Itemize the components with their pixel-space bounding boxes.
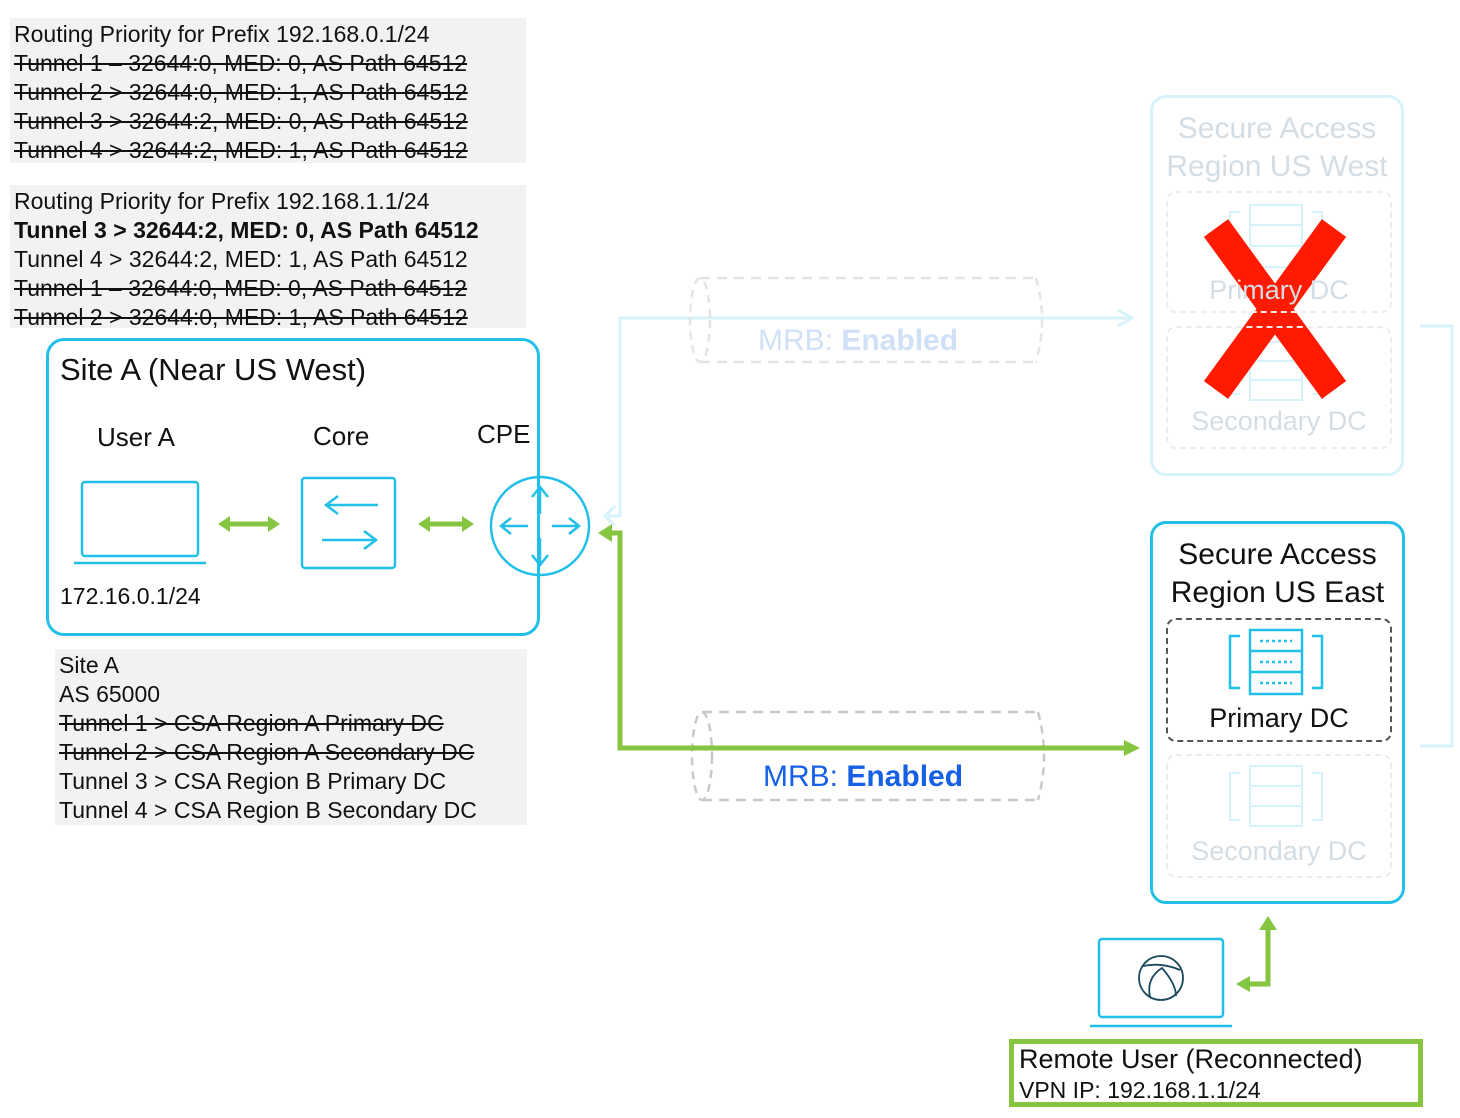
link-core-cpe <box>418 516 474 532</box>
cpe-label: CPE <box>477 419 531 449</box>
site-name: Site A <box>59 652 120 678</box>
routing-priority-title: Routing Priority for Prefix 192.168.0.1/… <box>14 21 430 47</box>
dc-west-primary: Primary DC <box>1166 191 1392 313</box>
mrb-label-west: MRB: Enabled <box>758 324 958 358</box>
globe-icon <box>1138 955 1184 1001</box>
region-title-line1: Secure Access <box>1178 538 1377 571</box>
routing-entry: Tunnel 4 > 32644:2, MED: 1, AS Path 6451… <box>14 246 468 272</box>
dc-east-secondary: Secondary DC <box>1166 754 1392 878</box>
region-title-line1: Secure Access <box>1177 112 1377 145</box>
dc-east-primary: Primary DC <box>1166 618 1392 742</box>
tunnel-entry: Tunnel 2 > CSA Region A Secondary DC <box>59 739 475 765</box>
remote-user-box: Remote User (Reconnected) VPN IP: 192.16… <box>1009 1039 1423 1107</box>
region-title-line2: Region US East <box>1170 576 1385 609</box>
tunnel-entry: Tunnel 1 > CSA Region A Primary DC <box>59 710 444 736</box>
dc-label: Primary DC <box>1209 703 1349 733</box>
dc-label: Secondary DC <box>1191 406 1367 436</box>
user-a-label: User A <box>97 422 176 452</box>
dc-west-secondary: Secondary DC <box>1166 326 1392 449</box>
tunnel-east <box>690 710 1046 802</box>
tunnel-entry: Tunnel 3 > CSA Region B Primary DC <box>59 768 447 794</box>
region-title-line2: Region US West <box>1166 150 1388 183</box>
mrb-key: MRB: <box>758 324 833 357</box>
routing-priority-box-prefix-0: Routing Priority for Prefix 192.168.0.1/… <box>10 18 526 163</box>
routing-entry: Tunnel 2 > 32644:0, MED: 1, AS Path 6451… <box>14 304 468 330</box>
site-as-number: AS 65000 <box>59 681 161 707</box>
mrb-value: Enabled <box>841 324 959 357</box>
east-path-active <box>598 524 1140 756</box>
routing-entry: Tunnel 2 > 32644:0, MED: 1, AS Path 6451… <box>14 79 468 105</box>
mrb-value: Enabled <box>846 760 964 793</box>
tunnel-west <box>688 276 1044 364</box>
tunnel-entry: Tunnel 4 > CSA Region B Secondary DC <box>59 797 477 823</box>
routing-entry: Tunnel 3 > 32644:2, MED: 0, AS Path 6451… <box>14 108 468 134</box>
routing-entry: Tunnel 1 – 32644:0, MED: 0, AS Path 6451… <box>14 275 468 301</box>
routing-priority-box-prefix-1: Routing Priority for Prefix 192.168.1.1/… <box>10 185 526 330</box>
west-path-faded <box>602 308 1454 748</box>
mrb-label-east: MRB: Enabled <box>763 760 963 794</box>
switch-icon <box>300 476 397 570</box>
site-a-box <box>46 338 540 636</box>
dc-label: Primary DC <box>1209 275 1349 305</box>
server-icon-east-secondary <box>1229 765 1323 827</box>
routing-priority-title: Routing Priority for Prefix 192.168.1.1/… <box>14 188 430 214</box>
site-info-box: Site A AS 65000 Tunnel 1 > CSA Region A … <box>55 649 527 825</box>
remote-laptop-icon <box>1090 937 1232 1028</box>
link-user-core <box>218 516 280 532</box>
region-us-east: Secure Access Region US East Primary DC … <box>1150 521 1405 904</box>
mrb-key: MRB: <box>763 760 838 793</box>
laptop-icon <box>74 480 206 565</box>
routing-entry-preferred: Tunnel 3 > 32644:2, MED: 0, AS Path 6451… <box>14 217 479 243</box>
core-label: Core <box>313 421 370 451</box>
region-us-west: Secure Access Region US West Primary DC … <box>1150 95 1404 476</box>
server-icon-east-primary <box>1228 628 1324 696</box>
user-ip-label: 172.16.0.1/24 <box>60 583 201 609</box>
dc-label: Secondary DC <box>1191 836 1367 866</box>
remote-user-vpn-ip: VPN IP: 192.168.1.1/24 <box>1019 1077 1261 1103</box>
remote-user-title: Remote User (Reconnected) <box>1019 1044 1363 1074</box>
failure-x-icon <box>1203 219 1347 399</box>
routing-entry: Tunnel 1 – 32644:0, MED: 0, AS Path 6451… <box>14 50 468 76</box>
site-title: Site A (Near US West) <box>60 352 367 387</box>
remote-user-path <box>1236 916 1277 992</box>
routing-entry: Tunnel 4 > 32644:2, MED: 1, AS Path 6451… <box>14 137 468 163</box>
router-icon <box>489 475 591 577</box>
